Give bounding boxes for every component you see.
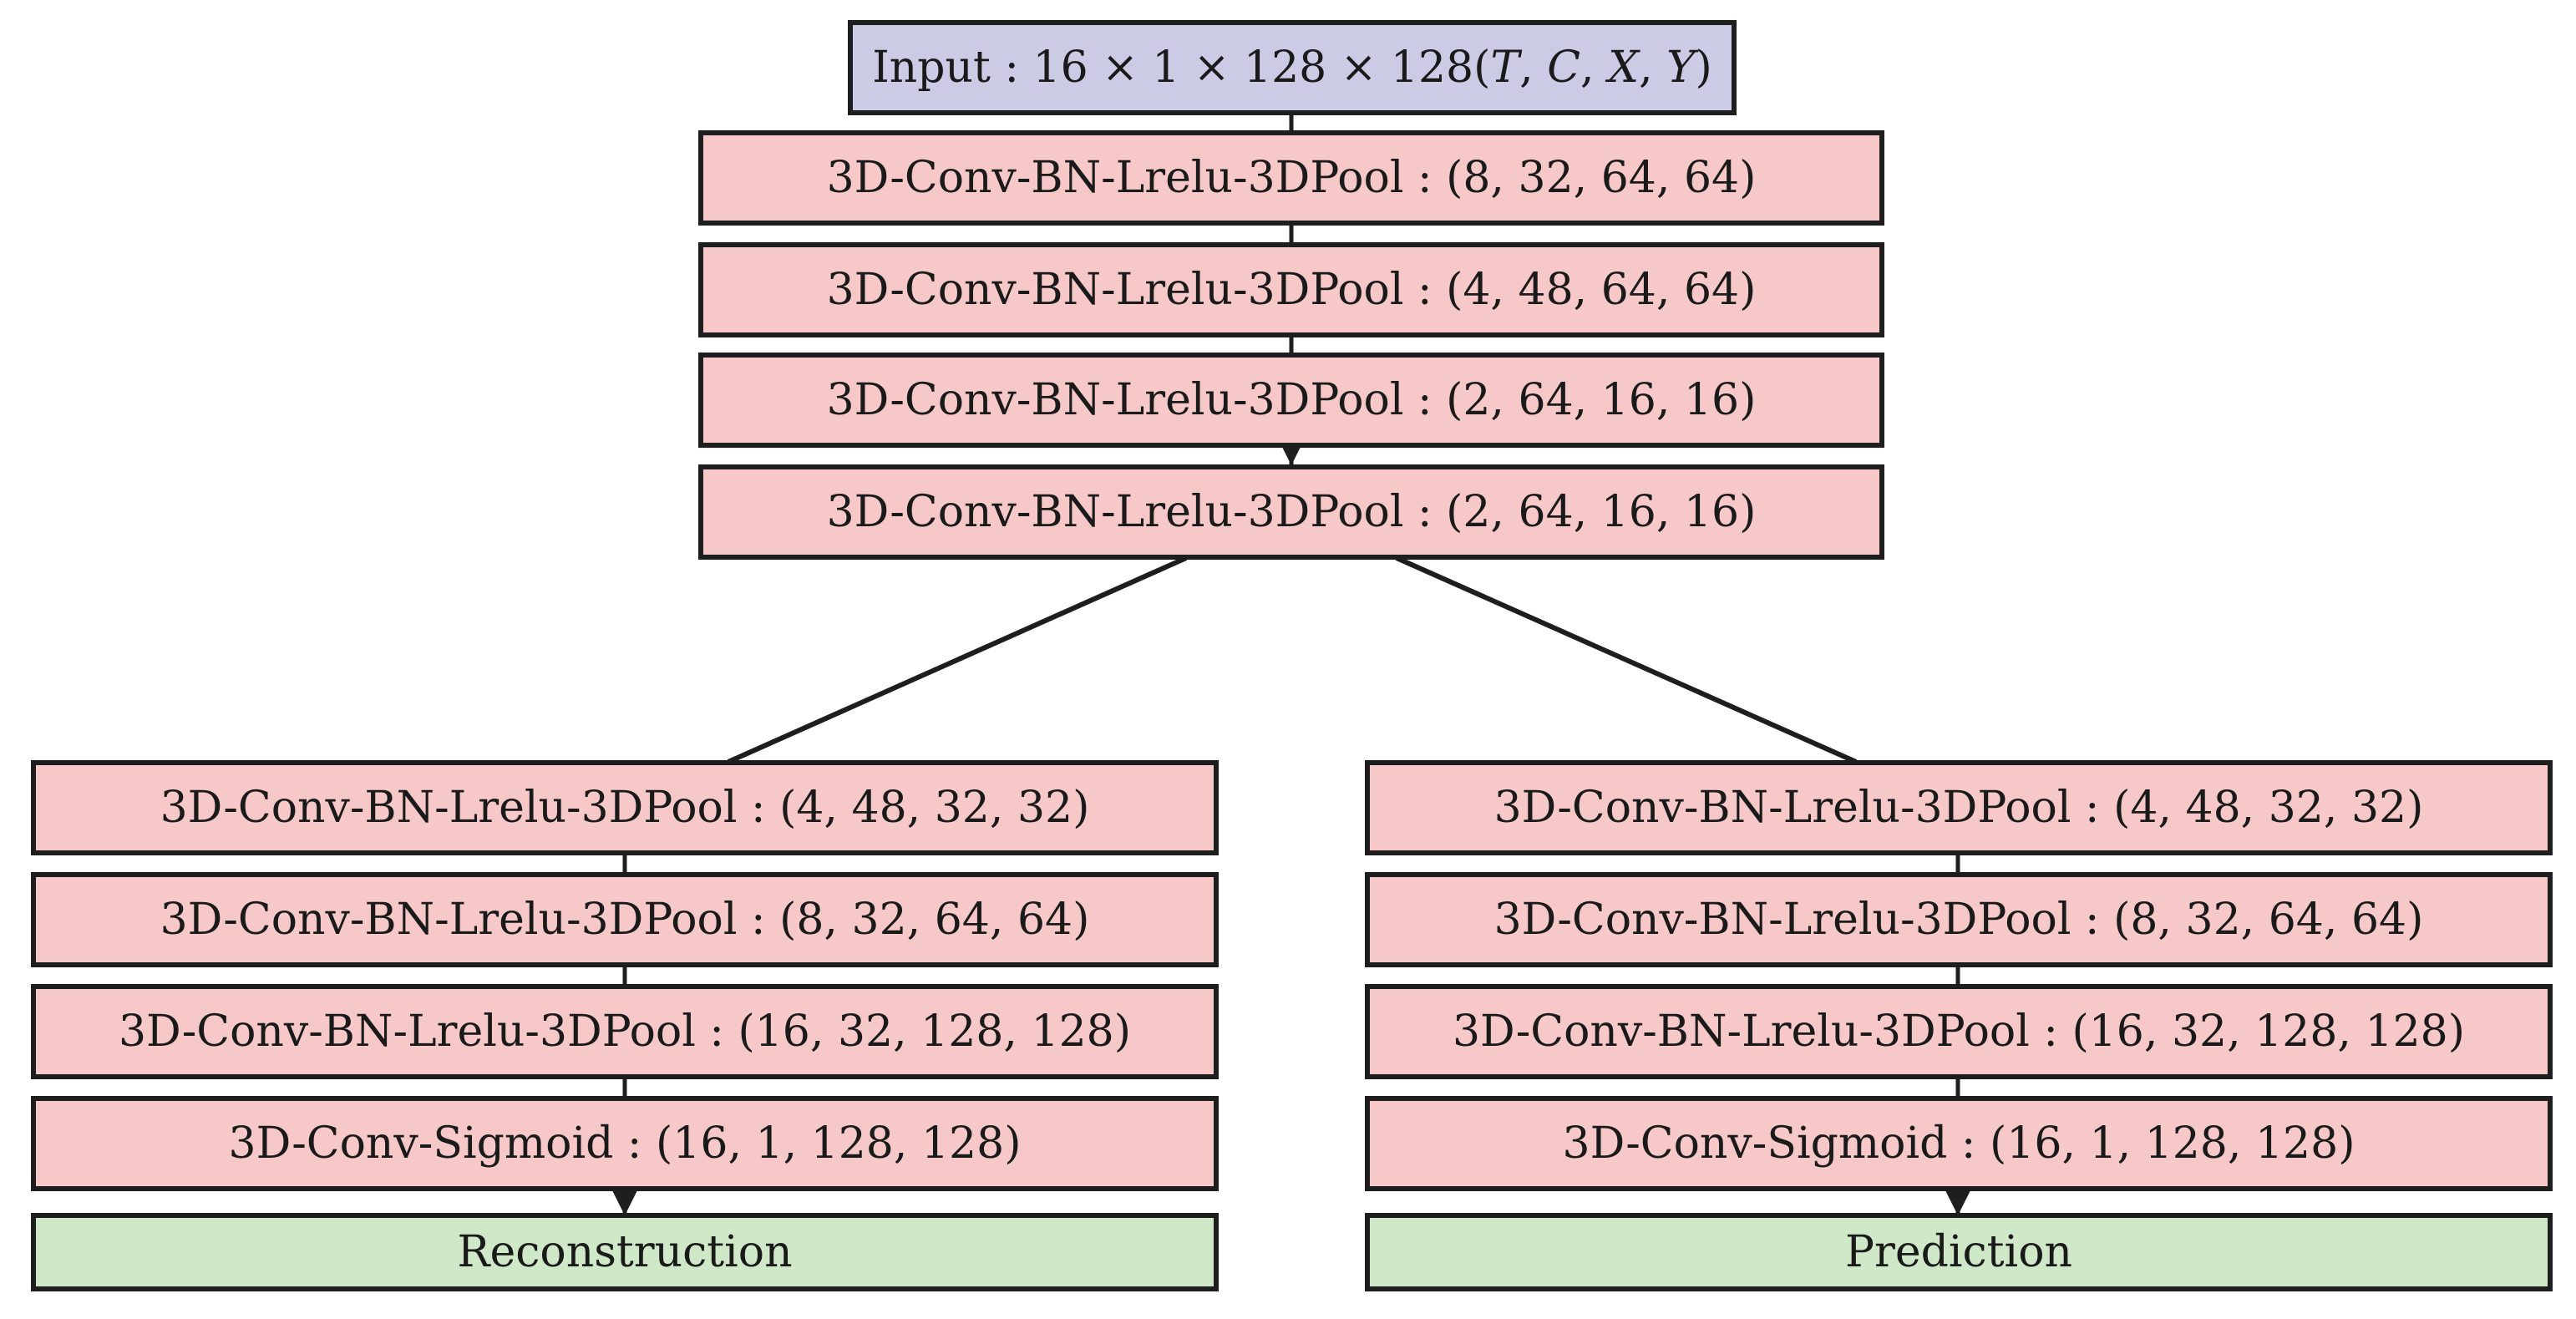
layer-shape: (16, 32, 128, 128) [738, 1007, 1132, 1057]
layer-shape: (2, 64, 16, 16) [1446, 487, 1757, 537]
encoder-layer-4: 3D-Conv-BN-Lrelu-3DPool : (2, 64, 16, 16… [698, 464, 1884, 560]
prediction-layer-1: 3D-Conv-BN-Lrelu-3DPool : (4, 48, 32, 32… [1365, 760, 2553, 855]
reconstruction-layer-3: 3D-Conv-BN-Lrelu-3DPool : (16, 32, 128, … [31, 984, 1219, 1079]
layer-shape: (16, 1, 128, 128) [655, 1119, 1022, 1169]
layer-shape: (4, 48, 32, 32) [2113, 783, 2424, 833]
layer-op: 3D-Conv-BN-Lrelu-3DPool [826, 265, 1404, 315]
input-axis-y: Y [1666, 43, 1696, 93]
layer-op: 3D-Conv-BN-Lrelu-3DPool [826, 153, 1404, 203]
layer-shape: (16, 1, 128, 128) [1989, 1119, 2355, 1169]
encoder-layer-2: 3D-Conv-BN-Lrelu-3DPool : (4, 48, 64, 64… [698, 242, 1884, 337]
layer-shape: (2, 64, 16, 16) [1446, 375, 1757, 425]
layer-op: 3D-Conv-BN-Lrelu-3DPool [826, 487, 1404, 537]
layer-shape: (16, 32, 128, 128) [2071, 1007, 2466, 1057]
layer-op: 3D-Conv-Sigmoid [1562, 1119, 1948, 1169]
layer-shape: (4, 48, 32, 32) [779, 783, 1090, 833]
reconstruction-layer-4: 3D-Conv-Sigmoid : (16, 1, 128, 128) [31, 1096, 1219, 1191]
arrowhead-reconstruction [612, 1190, 637, 1216]
layer-op: 3D-Conv-BN-Lrelu-3DPool [160, 895, 738, 945]
input-axis-t: T [1490, 43, 1520, 93]
layer-op: 3D-Conv-BN-Lrelu-3DPool [1493, 895, 2071, 945]
prediction-layer-4: 3D-Conv-Sigmoid : (16, 1, 128, 128) [1365, 1096, 2553, 1191]
layer-op: 3D-Conv-BN-Lrelu-3DPool [118, 1007, 696, 1057]
split-line-right [1395, 556, 1858, 764]
reconstruction-layer-2: 3D-Conv-BN-Lrelu-3DPool : (8, 32, 64, 64… [31, 872, 1219, 967]
input-axis-c: C [1547, 43, 1580, 93]
arrowhead-prediction [1945, 1190, 1970, 1216]
encoder-layer-1: 3D-Conv-BN-Lrelu-3DPool : (8, 32, 64, 64… [698, 130, 1884, 226]
layer-shape: (8, 32, 64, 64) [779, 895, 1090, 945]
layer-shape: (4, 48, 64, 64) [1446, 265, 1757, 315]
layer-op: 3D-Conv-Sigmoid [228, 1119, 614, 1169]
split-line-left [727, 556, 1188, 764]
prediction-output: Prediction [1365, 1213, 2553, 1291]
layer-op: 3D-Conv-BN-Lrelu-3DPool [1452, 1007, 2030, 1057]
output-label: Prediction [1845, 1227, 2072, 1277]
reconstruction-layer-1: 3D-Conv-BN-Lrelu-3DPool : (4, 48, 32, 32… [31, 760, 1219, 855]
layer-shape: (8, 32, 64, 64) [2113, 895, 2424, 945]
input-axis-x: X [1608, 43, 1640, 93]
layer-op: 3D-Conv-BN-Lrelu-3DPool [160, 783, 738, 833]
prediction-layer-2: 3D-Conv-BN-Lrelu-3DPool : (8, 32, 64, 64… [1365, 872, 2553, 967]
layer-shape: (8, 32, 64, 64) [1446, 153, 1757, 203]
layer-op: 3D-Conv-BN-Lrelu-3DPool [1493, 783, 2071, 833]
prediction-layer-3: 3D-Conv-BN-Lrelu-3DPool : (16, 32, 128, … [1365, 984, 2553, 1079]
input-label: Input [872, 43, 991, 93]
input-dims: 16 × 1 × 128 × 128 [1032, 43, 1474, 93]
layer-op: 3D-Conv-BN-Lrelu-3DPool [826, 375, 1404, 425]
reconstruction-output: Reconstruction [31, 1213, 1219, 1291]
input-box: Input : 16 × 1 × 128 × 128 ( T , C , X ,… [848, 20, 1737, 115]
encoder-layer-3: 3D-Conv-BN-Lrelu-3DPool : (2, 64, 16, 16… [698, 353, 1884, 448]
output-label: Reconstruction [457, 1227, 793, 1277]
